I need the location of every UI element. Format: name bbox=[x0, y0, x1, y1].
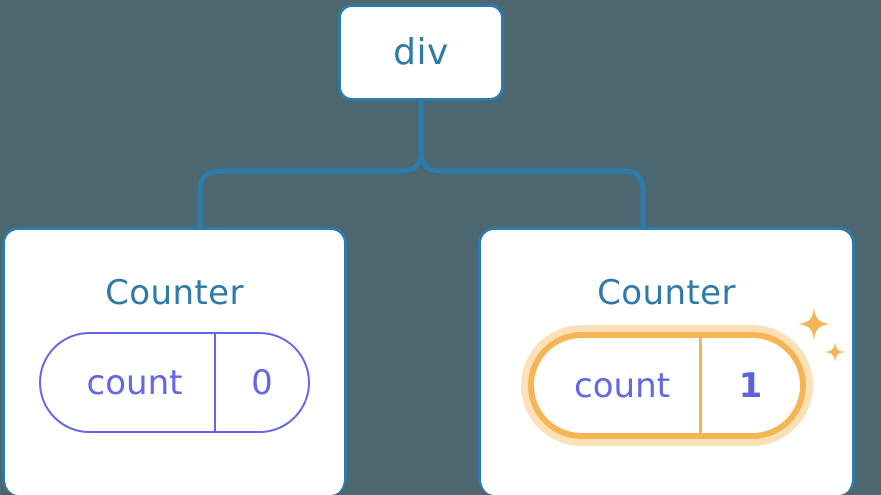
node-div-label: div bbox=[393, 31, 449, 73]
connector-edge-right bbox=[418, 149, 646, 228]
state-pill-right-value: 1 bbox=[738, 365, 763, 406]
state-pill-left[interactable]: count 0 bbox=[39, 332, 310, 433]
connector-edge-left bbox=[197, 149, 424, 228]
state-pill-wrapper-left: count 0 bbox=[39, 332, 310, 433]
sparkle-group bbox=[798, 308, 845, 362]
node-div[interactable]: div bbox=[338, 4, 504, 101]
node-counter-right-title: Counter bbox=[597, 273, 736, 313]
state-pill-left-value: 0 bbox=[251, 362, 273, 403]
state-pill-right-key: count bbox=[534, 338, 702, 433]
node-counter-left-title: Counter bbox=[105, 273, 244, 313]
state-pill-left-key: count bbox=[41, 334, 216, 431]
node-counter-right[interactable]: Counter count 1 bbox=[478, 227, 855, 495]
state-pill-right[interactable]: count 1 bbox=[527, 332, 806, 439]
sparkle-large-icon bbox=[798, 308, 829, 340]
node-counter-left[interactable]: Counter count 0 bbox=[2, 227, 347, 495]
state-pill-wrapper-right: count 1 bbox=[527, 308, 845, 439]
sparkle-small-icon bbox=[824, 342, 845, 362]
